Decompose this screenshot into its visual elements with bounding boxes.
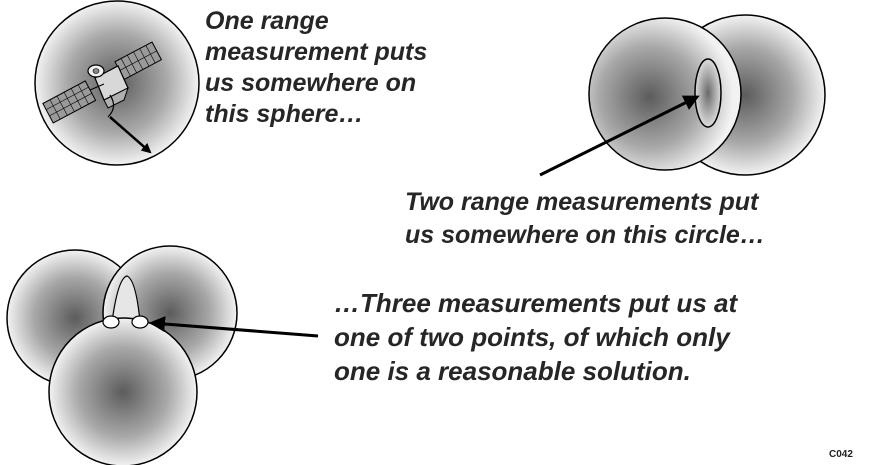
points-pointer-arrow (149, 316, 319, 338)
figure-code: C042 (829, 449, 853, 460)
single-sphere-group (34, 0, 200, 166)
range-arrow-1 (109, 116, 152, 154)
solution-point-2 (131, 315, 149, 329)
two-sphere-group (539, 14, 826, 177)
satellite-icon (42, 41, 163, 124)
solution-point-1 (102, 315, 120, 329)
upper-lens (111, 275, 141, 323)
range-sphere-3c (48, 317, 198, 465)
caption-two-range: Two range measurements put us somewhere … (405, 188, 765, 249)
three-sphere-group (6, 245, 319, 465)
circle-pointer-arrow (539, 95, 700, 177)
caption-three-range: …Three measurements put us at one of two… (334, 288, 738, 386)
caption-one-range: One range measurement puts us somewhere … (205, 7, 428, 128)
intersection-circle (694, 58, 722, 128)
